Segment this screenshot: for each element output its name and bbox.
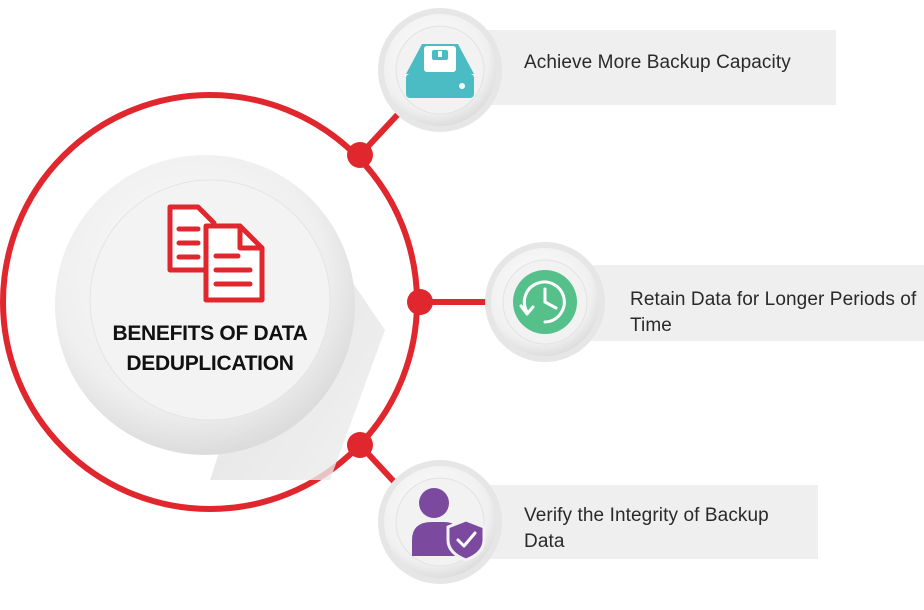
hard-drive-icon: [406, 44, 474, 98]
panel-integrity: [440, 485, 818, 559]
user-shield-icon: [412, 488, 486, 562]
ring-node-bottom: [347, 432, 373, 458]
ring-node-top: [347, 142, 373, 168]
ring-node-middle: [407, 289, 433, 315]
benefit-label-retain: Retain Data for Longer Periods of Time: [630, 289, 917, 336]
documents-icon: [167, 204, 265, 303]
center-title: BENEFITS OF DATA DEDUPLICATION: [90, 319, 330, 379]
center-title-line2: DEDUPLICATION: [126, 352, 294, 375]
center-title-line1: BENEFITS OF DATA: [112, 322, 308, 345]
benefit-label-capacity: Achieve More Backup Capacity: [524, 52, 791, 73]
benefit-label-integrity: Verify the Integrity of Backup Data: [524, 505, 769, 552]
clock-refresh-icon: [513, 270, 577, 334]
